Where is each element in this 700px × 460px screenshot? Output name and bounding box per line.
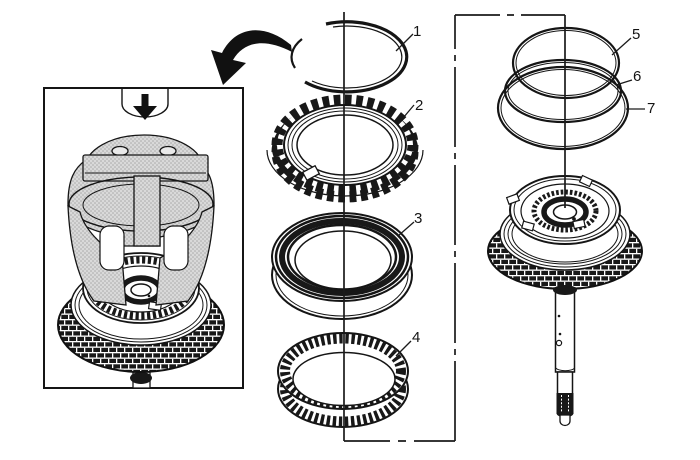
callout-bracket — [344, 14, 565, 442]
press-tool-left-leg — [67, 204, 127, 306]
callout-4: 4 — [412, 329, 421, 346]
callout-2: 2 — [415, 97, 424, 114]
callout-3: 3 — [414, 210, 423, 227]
centerlines — [343, 12, 566, 441]
clutch-drum-assembly — [487, 174, 643, 427]
toothed-ring-part — [266, 94, 424, 203]
inset-box — [43, 87, 244, 389]
drum-lugs — [505, 174, 594, 232]
sealing-rings — [496, 26, 630, 151]
leader-lines — [395, 33, 645, 357]
sealed-ring-part — [271, 212, 413, 320]
press-direction-indicator — [121, 89, 169, 120]
sealing-ring-6 — [503, 58, 623, 124]
callout-1: 1 — [413, 23, 422, 40]
callout-5: 5 — [632, 26, 641, 43]
spline-ring-part — [277, 332, 409, 428]
snap-ring-part — [290, 20, 409, 94]
down-arrow-icon — [133, 94, 157, 120]
press-tool — [67, 134, 215, 306]
callout-7: 7 — [647, 100, 656, 117]
sealing-ring-7 — [496, 65, 630, 151]
sealing-ring-5 — [511, 26, 621, 100]
drum-shaft — [553, 285, 577, 427]
press-tool-column — [133, 175, 161, 247]
callout-6: 6 — [633, 68, 642, 85]
curved-arrow-icon — [211, 30, 292, 85]
